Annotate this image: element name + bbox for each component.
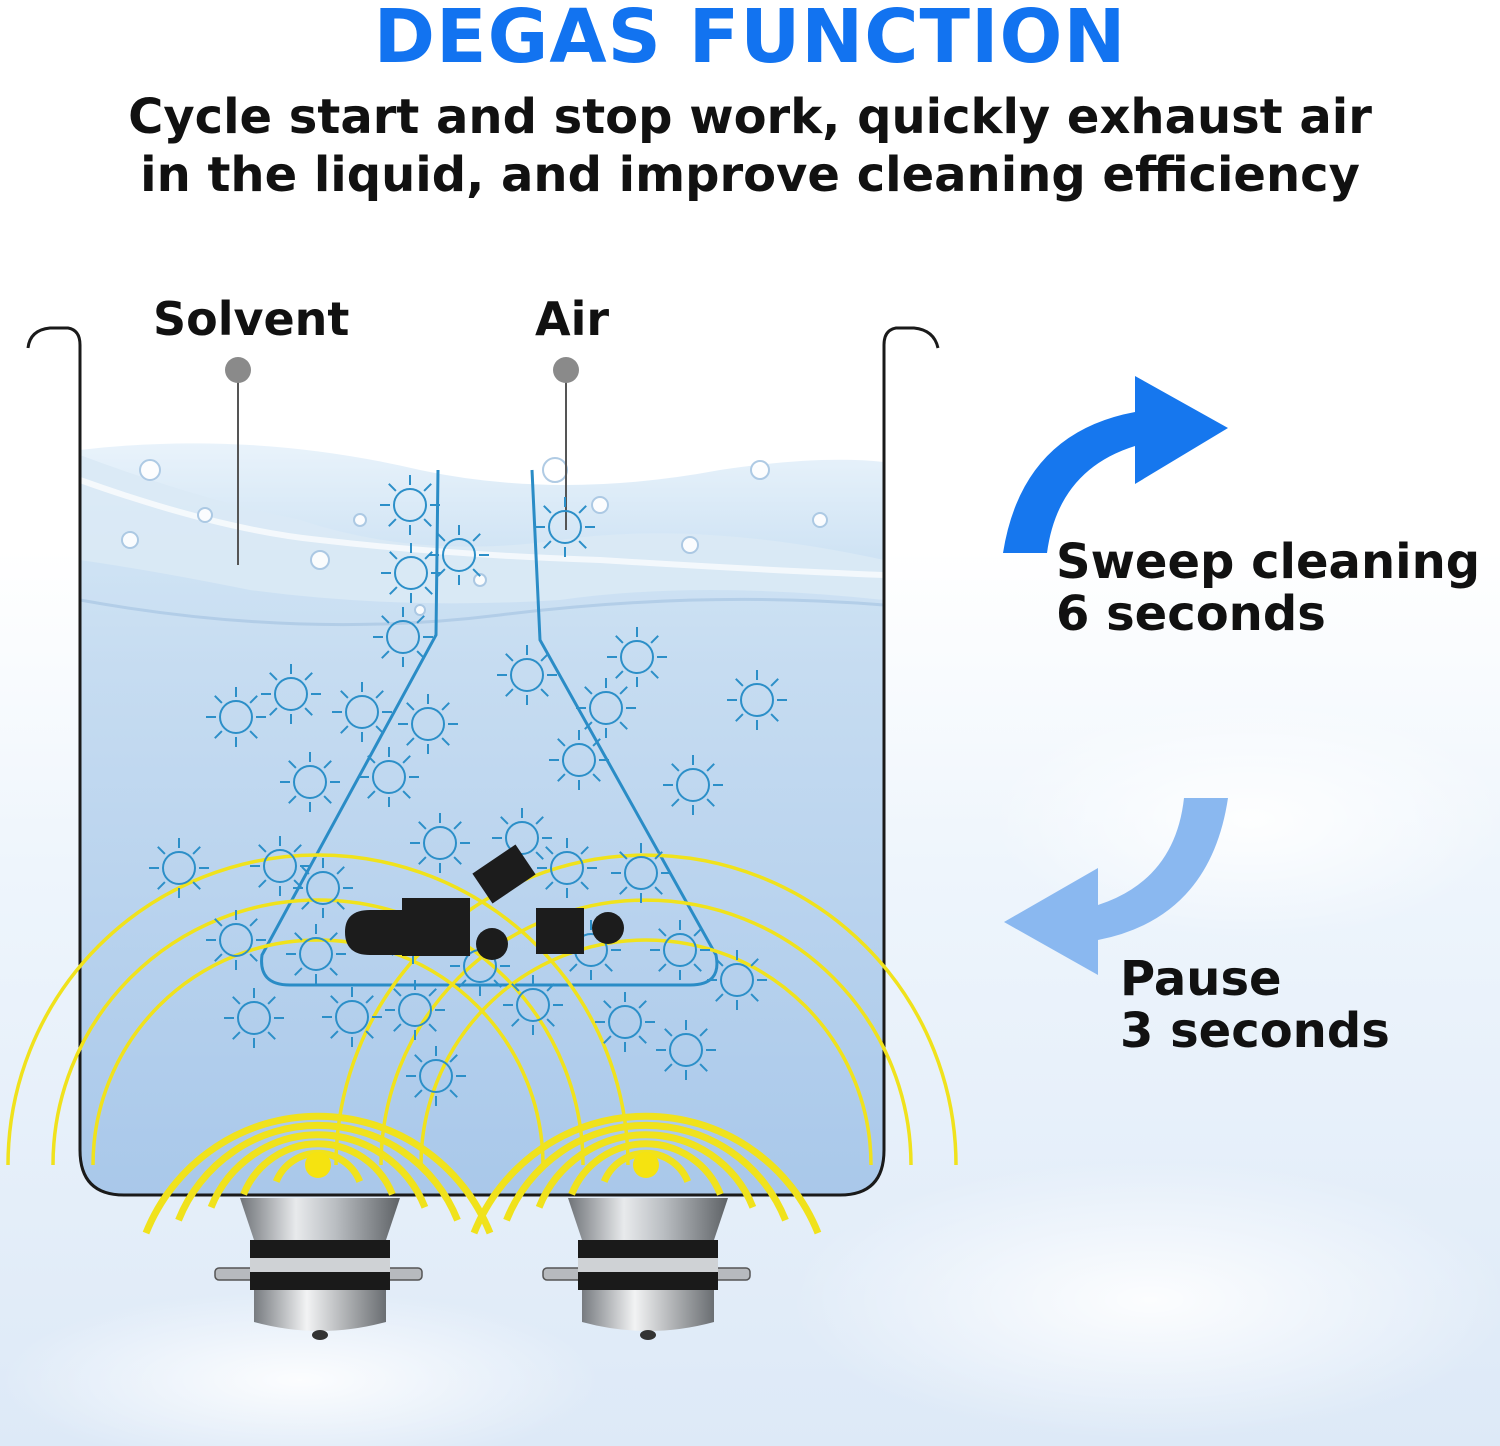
- transducer-icon: [214, 1198, 423, 1340]
- bubble-icon: [373, 607, 433, 667]
- ultrasonic-wave-icon: [207, 1131, 429, 1209]
- wave-source-left: [305, 1152, 331, 1178]
- bubble-icon: [359, 747, 419, 807]
- bubble-icon: [611, 843, 671, 903]
- bubble-icon: [322, 987, 382, 1047]
- bubble-icon: [503, 975, 563, 1035]
- bubble-icon: [293, 858, 353, 918]
- bubble-icon: [595, 992, 655, 1052]
- bubble-icon: [535, 497, 595, 557]
- bubble-icon: [398, 694, 458, 754]
- bubble-icon: [607, 627, 667, 687]
- page-title: DEGAS FUNCTION: [373, 0, 1127, 80]
- bubble-icon: [727, 670, 787, 730]
- bubble-icon: [250, 836, 310, 896]
- tank-icon: [26, 326, 940, 1197]
- water-surface-icon: [78, 455, 885, 627]
- bubble-icon: [286, 924, 346, 984]
- subtitle-line-2: in the liquid, and improve cleaning effi…: [140, 147, 1360, 203]
- bubble-icon: [576, 678, 636, 738]
- transducer-icon: [542, 1198, 751, 1340]
- bubble-icon: [280, 752, 340, 812]
- solvent-pointer: [225, 357, 251, 565]
- sweep-line-1: Sweep cleaning: [1056, 534, 1481, 590]
- ultrasonic-wave-icon: [419, 938, 873, 1166]
- sweep-cleaning-text: Sweep cleaning 6 seconds: [1056, 536, 1480, 640]
- ultrasonic-wave-icon: [175, 1121, 461, 1222]
- bubble-icon: [261, 664, 321, 724]
- bubble-icon: [380, 475, 440, 535]
- solvent-label: Solvent: [153, 292, 350, 346]
- ultrasonic-wave-icon: [51, 898, 585, 1166]
- bubble-icon: [707, 950, 767, 1010]
- pause-line-1: Pause: [1120, 951, 1282, 1007]
- ultrasonic-wave-icon: [568, 1140, 724, 1196]
- bubble-icon: [549, 730, 609, 790]
- bubble-icon: [206, 687, 266, 747]
- bubble-icon: [663, 755, 723, 815]
- curved-arrow-icon: [1004, 798, 1228, 975]
- bubble-icon: [381, 543, 441, 603]
- flask-icon: [260, 469, 719, 987]
- bubble-icon: [406, 1046, 466, 1106]
- ultrasonic-wave-icon: [535, 1131, 757, 1209]
- bubble-icon: [650, 920, 710, 980]
- ultrasonic-wave-icon: [240, 1140, 396, 1196]
- bubble-icon: [149, 838, 209, 898]
- subtitle: Cycle start and stop work, quickly exhau…: [0, 88, 1500, 204]
- curved-arrow-icon: [1003, 376, 1228, 553]
- contaminant-particles-icon: [345, 844, 624, 960]
- air-bubbles: [149, 475, 787, 1106]
- bubble-icon: [429, 525, 489, 585]
- subtitle-line-1: Cycle start and stop work, quickly exhau…: [128, 89, 1372, 145]
- ultrasonic-wave-icon: [470, 1112, 822, 1235]
- bubble-icon: [656, 1020, 716, 1080]
- sweep-line-2: 6 seconds: [1056, 586, 1326, 642]
- bubble-icon: [332, 682, 392, 742]
- bubble-icon: [224, 988, 284, 1048]
- bubble-icon: [410, 813, 470, 873]
- ultrasonic-wave-icon: [6, 853, 630, 1166]
- background-clouds: [0, 700, 1500, 1446]
- ultrasonic-wave-icon: [334, 853, 958, 1166]
- wave-source-right: [633, 1152, 659, 1178]
- bubble-icon: [497, 645, 557, 705]
- ultrasonic-wave-icon: [142, 1112, 494, 1235]
- bubble-icon: [385, 980, 445, 1040]
- tank-liquid: [80, 443, 884, 1195]
- pause-text: Pause 3 seconds: [1120, 953, 1390, 1057]
- pause-line-2: 3 seconds: [1120, 1003, 1390, 1059]
- ultrasonic-wave-icon: [503, 1121, 789, 1222]
- ultrasonic-wave-icon: [379, 898, 913, 1166]
- bubble-icon: [206, 910, 266, 970]
- ultrasonic-wave-icon: [91, 938, 545, 1166]
- bubble-icon: [537, 838, 597, 898]
- air-label: Air: [535, 292, 610, 346]
